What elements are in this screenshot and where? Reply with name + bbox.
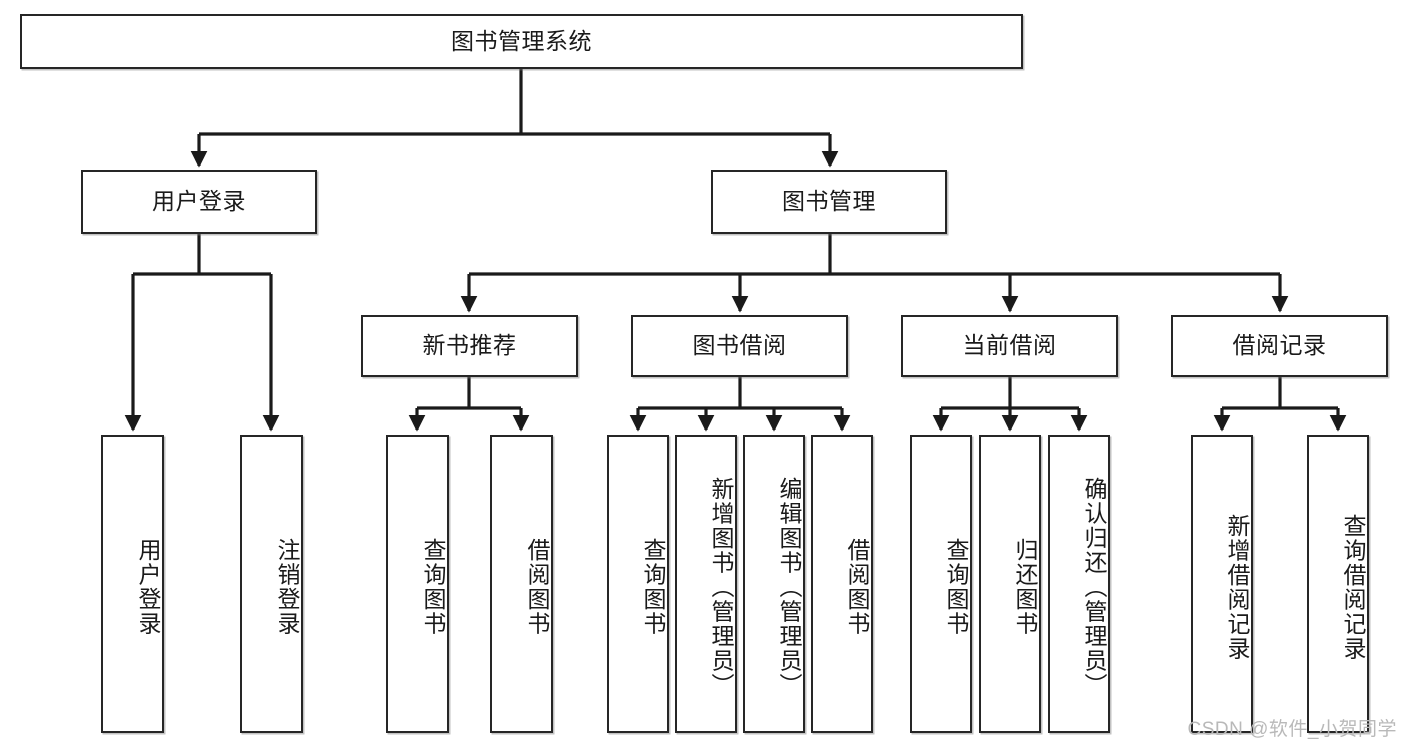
node-borrow-record-label: 借阅记录 — [1232, 332, 1327, 359]
node-leaf-logout-login[interactable]: 注销登录 — [240, 435, 303, 733]
node-new-book-recommend[interactable]: 新书推荐 — [361, 315, 578, 377]
node-root[interactable]: 图书管理系统 — [20, 14, 1023, 69]
node-leaf-confirm-return[interactable]: 确认归还（管理员） — [1048, 435, 1110, 733]
node-leaf-return-book-label: 归还图书 — [1012, 538, 1038, 636]
node-leaf-query-record[interactable]: 查询借阅记录 — [1307, 435, 1369, 733]
node-book-manage[interactable]: 图书管理 — [711, 170, 947, 234]
node-leaf-confirm-return-label: 确认归还（管理员） — [1081, 476, 1107, 698]
node-current-borrow-label: 当前借阅 — [962, 332, 1057, 359]
node-leaf-query-book-1[interactable]: 查询图书 — [386, 435, 449, 733]
node-leaf-add-record[interactable]: 新增借阅记录 — [1191, 435, 1253, 733]
node-leaf-query-book-2-label: 查询图书 — [640, 538, 666, 636]
node-leaf-edit-book-label: 编辑图书（管理员） — [776, 476, 802, 698]
node-current-borrow[interactable]: 当前借阅 — [901, 315, 1118, 377]
node-leaf-add-book[interactable]: 新增图书（管理员） — [675, 435, 737, 733]
node-leaf-logout-login-label: 注销登录 — [274, 538, 300, 636]
node-leaf-query-book-1-label: 查询图书 — [420, 538, 446, 636]
node-user-login[interactable]: 用户登录 — [81, 170, 317, 234]
node-leaf-borrow-book-2-label: 借阅图书 — [844, 538, 870, 636]
node-leaf-borrow-book-1[interactable]: 借阅图书 — [490, 435, 553, 733]
node-root-label: 图书管理系统 — [451, 27, 592, 54]
node-book-borrow-label: 图书借阅 — [692, 332, 787, 359]
node-new-book-recommend-label: 新书推荐 — [422, 332, 517, 359]
node-leaf-query-book-3[interactable]: 查询图书 — [910, 435, 972, 733]
node-leaf-query-book-3-label: 查询图书 — [943, 538, 969, 636]
watermark: CSDN @软件_小贺同学 — [1187, 719, 1397, 740]
node-leaf-add-book-label: 新增图书（管理员） — [708, 476, 734, 698]
node-leaf-return-book[interactable]: 归还图书 — [979, 435, 1041, 733]
node-leaf-borrow-book-1-label: 借阅图书 — [524, 538, 550, 636]
node-book-manage-label: 图书管理 — [782, 188, 876, 215]
node-leaf-add-record-label: 新增借阅记录 — [1224, 513, 1250, 661]
node-leaf-query-record-label: 查询借阅记录 — [1340, 513, 1366, 661]
node-leaf-user-login-label: 用户登录 — [135, 538, 161, 636]
node-book-borrow[interactable]: 图书借阅 — [631, 315, 848, 377]
node-leaf-borrow-book-2[interactable]: 借阅图书 — [811, 435, 873, 733]
node-user-login-label: 用户登录 — [152, 188, 246, 215]
node-borrow-record[interactable]: 借阅记录 — [1171, 315, 1388, 377]
node-leaf-query-book-2[interactable]: 查询图书 — [607, 435, 669, 733]
node-leaf-user-login[interactable]: 用户登录 — [101, 435, 164, 733]
node-leaf-edit-book[interactable]: 编辑图书（管理员） — [743, 435, 805, 733]
